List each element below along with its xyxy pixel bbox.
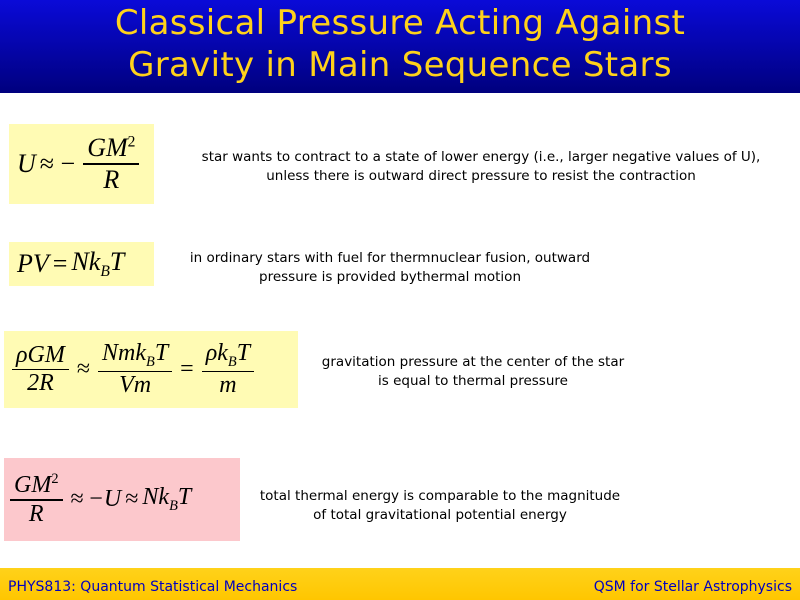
eq2-rhs-b: T xyxy=(109,246,125,276)
eq2-rhs-sub: B xyxy=(100,263,110,281)
equation-ideal-gas: PV = NkBT xyxy=(9,242,154,286)
equation-pressure-balance: ρGM 2R ≈ NmkBT Vm = ρkBT m xyxy=(4,331,298,408)
eq3-fraction-3: ρkBT m xyxy=(201,340,255,399)
slide-title: Classical Pressure Acting Against Gravit… xyxy=(0,2,800,86)
eq1-operator: ≈ − xyxy=(39,149,76,178)
eq4-operator-2: ≈ xyxy=(125,486,139,512)
eq1-fraction: GM2 R xyxy=(83,133,140,195)
eq4-description: total thermal energy is comparable to th… xyxy=(259,488,621,523)
eq4-fraction: GM2 R xyxy=(10,471,63,528)
title-line-2: Gravity in Main Sequence Stars xyxy=(128,45,672,85)
eq3-description: gravitation pressure at the center of th… xyxy=(321,354,625,389)
eq2-description: in ordinary stars with fuel for thermnuc… xyxy=(189,250,591,285)
footer-course-name: PHYS813: Quantum Statistical Mechanics xyxy=(8,579,298,595)
eq2-rhs-a: Nk xyxy=(71,246,101,276)
title-banner: Classical Pressure Acting Against Gravit… xyxy=(0,0,800,93)
eq1-denominator: R xyxy=(103,164,120,194)
eq1-exponent: 2 xyxy=(127,133,136,151)
footer-bar: PHYS813: Quantum Statistical Mechanics Q… xyxy=(0,568,800,600)
eq3-operator-1: ≈ xyxy=(76,356,91,382)
title-line-1: Classical Pressure Acting Against xyxy=(114,3,686,43)
eq3-fraction-1: ρGM 2R xyxy=(12,342,69,398)
eq4-mid: −U xyxy=(87,486,122,512)
eq2-lhs: PV xyxy=(17,249,49,278)
eq1-description: star wants to contract to a state of low… xyxy=(201,149,761,184)
eq1-lhs: U xyxy=(17,149,36,178)
eq3-fraction-2: NmkBT Vm xyxy=(98,340,173,399)
eq2-operator: = xyxy=(52,249,68,278)
equation-virial-energy: GM2 R ≈ −U ≈ NkBT xyxy=(4,458,240,541)
eq3-operator-2: = xyxy=(180,356,194,382)
equation-potential-energy: U ≈ − GM2 R xyxy=(9,124,154,204)
footer-lecture-title: QSM for Stellar Astrophysics xyxy=(593,579,792,595)
eq4-operator-1: ≈ xyxy=(70,486,84,512)
eq1-numerator: GM xyxy=(87,133,128,163)
